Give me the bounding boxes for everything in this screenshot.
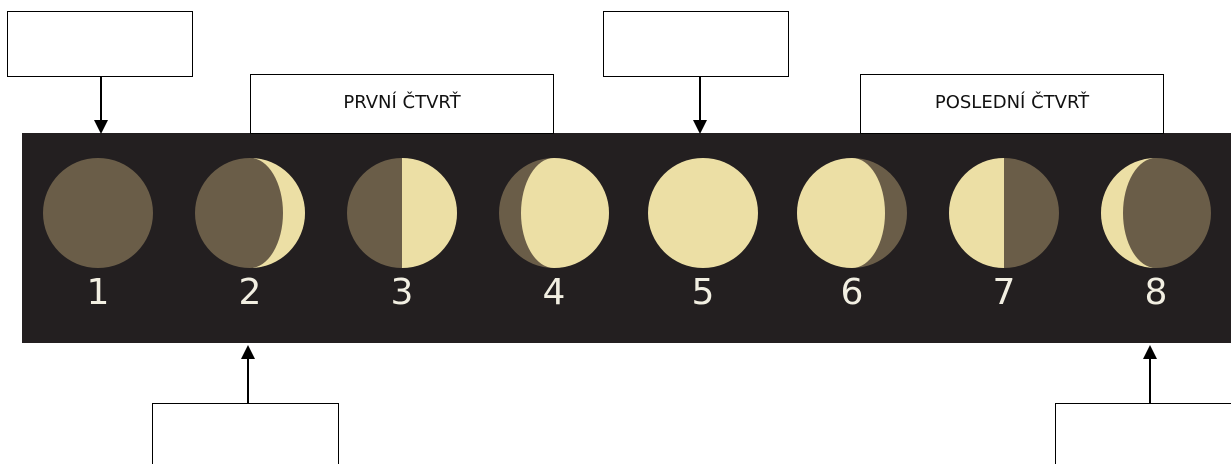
- label-last-quarter: POSLEDNÍ ČTVRŤ: [860, 74, 1164, 134]
- phase-number: 8: [1144, 272, 1168, 313]
- moon-phase-4: 4: [498, 157, 610, 312]
- arrow-head-down: [693, 120, 707, 134]
- moon-icon: [1101, 158, 1211, 268]
- arrow-head-up: [1143, 345, 1157, 359]
- arrow-head-down: [94, 120, 108, 134]
- phase-number: 5: [691, 272, 715, 313]
- moon-phase-7: 7: [948, 157, 1060, 312]
- phase-number: 1: [86, 272, 110, 313]
- phase-number: 2: [238, 272, 262, 313]
- moon-icon: [797, 158, 907, 268]
- answer-box-phase-8[interactable]: [1055, 403, 1231, 464]
- label-first-quarter: PRVNÍ ČTVRŤ: [250, 74, 554, 134]
- arrow-head-up: [241, 345, 255, 359]
- phase-number: 6: [840, 272, 864, 313]
- moon-phase-5: 5: [647, 157, 759, 312]
- moon-icon: [347, 158, 457, 268]
- answer-box-phase-1[interactable]: [7, 11, 193, 77]
- moon-icon: [43, 158, 153, 268]
- moon-icon: [949, 158, 1059, 268]
- moon-icon: [195, 158, 305, 268]
- moon-phase-3: 3: [346, 157, 458, 312]
- moon-phase-1: 1: [42, 157, 154, 312]
- answer-box-phase-5[interactable]: [603, 11, 789, 77]
- answer-box-phase-2[interactable]: [152, 403, 339, 464]
- moon-icon: [648, 158, 758, 268]
- phase-number: 4: [542, 272, 566, 313]
- moon-phase-8: 8: [1100, 157, 1212, 312]
- moon-icon: [499, 158, 609, 268]
- phase-number: 3: [390, 272, 414, 313]
- phase-number: 7: [992, 272, 1016, 313]
- moon-phase-2: 2: [194, 157, 306, 312]
- last-quarter-label: POSLEDNÍ ČTVRŤ: [934, 92, 1090, 113]
- moon-phase-6: 6: [796, 157, 908, 312]
- first-quarter-label: PRVNÍ ČTVRŤ: [343, 92, 461, 113]
